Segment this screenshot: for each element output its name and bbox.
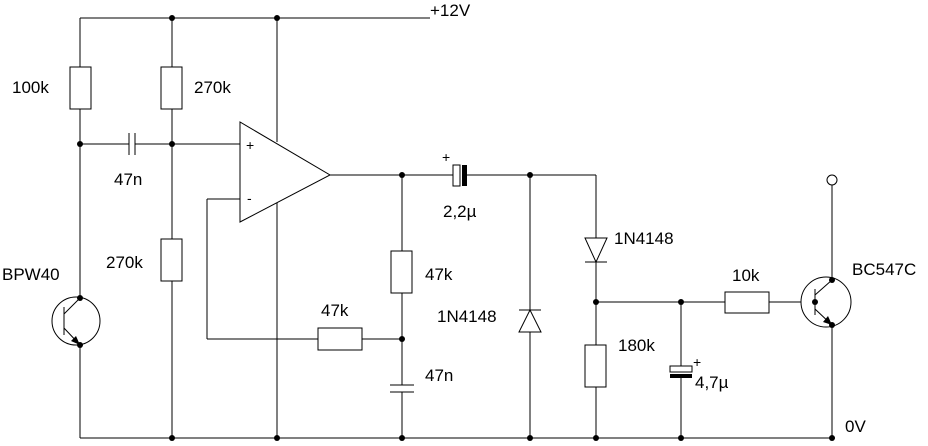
label-c-2u2-plus: + (442, 149, 450, 165)
diode-1n4148-series (584, 237, 608, 264)
resistor-10k (724, 291, 770, 314)
label-opamp-plus: + (246, 137, 254, 153)
capacitor-47n-input (128, 133, 136, 155)
label-r-47k-feedback: 47k (321, 301, 349, 320)
capacitor-2u2-electrolytic (447, 164, 467, 187)
capacitors (128, 133, 693, 378)
phototransistor-bpw40 (51, 296, 101, 346)
resistor-180k (584, 344, 607, 388)
junction-dots (77, 15, 835, 441)
wires (79, 17, 835, 439)
label-c-2u2: 2,2µ (443, 202, 477, 221)
transistor-bc547c (800, 276, 852, 328)
opamp (239, 121, 332, 223)
resistor-47k-feedback (317, 327, 363, 351)
label-opamp-minus: - (247, 190, 252, 206)
resistor-270k-bottom (160, 238, 183, 282)
label-photodiode: BPW40 (2, 265, 60, 284)
label-r-10k: 10k (732, 266, 760, 285)
label-r-270k-bottom: 270k (106, 253, 143, 272)
label-c-4u7-plus: + (693, 354, 701, 370)
resistor-100k (69, 66, 92, 110)
diodes (518, 237, 608, 333)
label-c-47n-input: 47n (114, 170, 142, 189)
label-d-1n4148-series: 1N4148 (614, 229, 674, 248)
label-c-4u7: 4,7µ (695, 373, 729, 392)
capacitor-4u7-electrolytic (669, 365, 693, 378)
label-ground: 0V (845, 417, 866, 436)
labels: +12V 0V 100k 270k 270k 47n BPW40 + - 2,2… (2, 1, 916, 436)
resistor-270k-top (160, 66, 183, 110)
label-c-47n-feedback: 47n (425, 366, 453, 385)
resistors (69, 66, 770, 388)
resistor-47k-vertical (390, 250, 413, 294)
label-supply: +12V (430, 1, 471, 20)
label-r-180k: 180k (618, 336, 655, 355)
label-r-100k: 100k (12, 78, 49, 97)
output-terminal (826, 174, 838, 186)
diode-1n4148-shunt (518, 308, 542, 333)
label-r-270k-top: 270k (194, 78, 231, 97)
label-transistor: BC547C (852, 260, 916, 279)
label-d-1n4148-shunt: 1N4148 (437, 307, 497, 326)
label-r-47k-vertical: 47k (425, 265, 453, 284)
